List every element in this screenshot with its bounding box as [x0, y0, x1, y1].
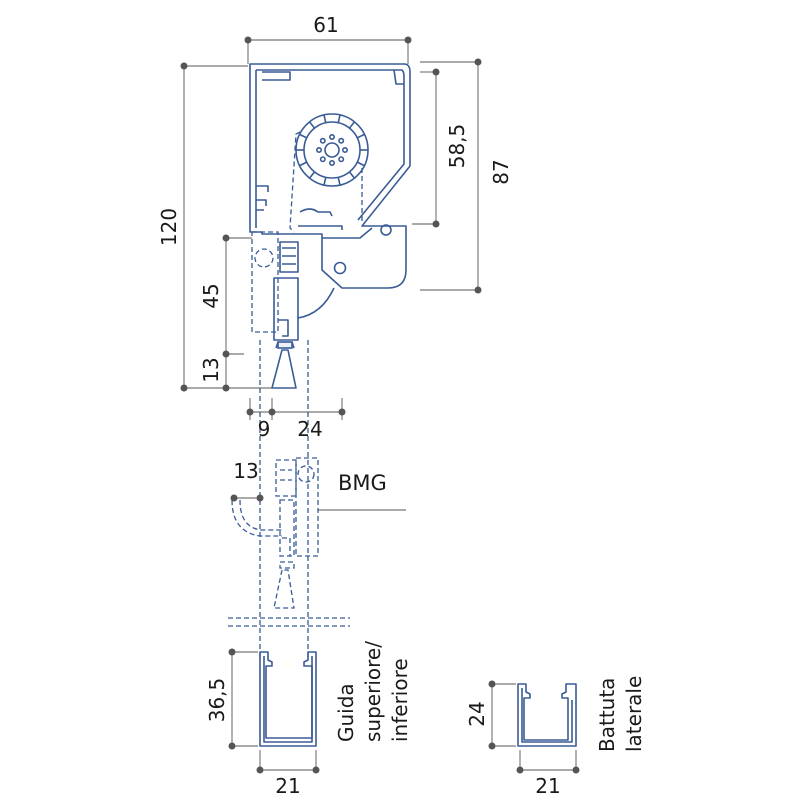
roller-belt	[289, 131, 301, 233]
bmg-assembly	[231, 457, 319, 609]
gear-tooth	[323, 114, 327, 123]
side-label-line-1: Battuta	[595, 678, 619, 752]
dim-120-label: 120	[157, 208, 181, 246]
dim-58-5	[412, 68, 440, 228]
dim-13-bmg	[230, 494, 264, 502]
gear-hole	[338, 156, 345, 163]
dim-21-guide-label: 21	[275, 774, 300, 798]
gear-tooth	[299, 133, 308, 139]
dim-21-side	[516, 750, 580, 774]
dim-21-guide	[256, 750, 320, 774]
dim-24-side	[488, 680, 516, 750]
gear-tooth	[348, 121, 356, 129]
side-label-line-2: laterale	[622, 676, 646, 752]
guide-label-line-3: inferiore	[388, 658, 412, 742]
dim-45	[222, 234, 252, 358]
dim-120	[180, 62, 272, 392]
dim-21-side-label: 21	[535, 774, 560, 798]
gear-hole	[328, 134, 335, 141]
dim-9-label: 9	[258, 417, 271, 441]
dim-61-label: 61	[313, 13, 338, 37]
cassette-profile	[249, 63, 411, 289]
gear-tooth	[348, 171, 356, 179]
guide-profile	[259, 651, 317, 747]
gear-tooth	[299, 161, 308, 167]
gear-hole	[315, 147, 322, 154]
bmg-label: BMG	[338, 471, 387, 495]
gear-tooth	[337, 114, 341, 123]
gear-tooth	[356, 161, 365, 167]
guide-label-line-2: superiore/	[361, 641, 385, 742]
roller-gear-icon	[295, 113, 369, 187]
side-stop-profile	[517, 683, 577, 747]
dim-36-5-label: 36,5	[205, 678, 229, 723]
dim-13-bottom-label: 13	[199, 357, 223, 382]
gear-hole	[341, 147, 348, 154]
gear-tooth	[337, 177, 341, 186]
gear-hole	[328, 160, 335, 167]
side-label: Battuta laterale	[595, 671, 646, 752]
gear-hole	[319, 156, 326, 163]
dim-45-label: 45	[199, 283, 223, 308]
dim-87-label: 87	[489, 159, 513, 184]
dim-61	[244, 36, 412, 64]
gear-hole	[338, 137, 345, 144]
dim-58-5-label: 58,5	[445, 124, 469, 169]
dim-9-24	[246, 398, 346, 420]
dim-36-5	[228, 648, 258, 750]
dim-24-label: 24	[297, 417, 322, 441]
gear-tooth	[308, 171, 316, 179]
gear-hole	[319, 137, 326, 144]
gear-tooth	[356, 133, 365, 139]
dim-13-bottom	[222, 354, 230, 392]
dim-24-side-label: 24	[465, 701, 489, 726]
dim-87	[420, 58, 482, 294]
guide-label-line-1: Guida	[334, 683, 358, 742]
dim-13-bmg-label: 13	[233, 459, 258, 483]
gear-tooth	[323, 177, 327, 186]
guide-label: Guida superiore/ inferiore	[334, 635, 412, 742]
screen-blade-assembly	[251, 231, 335, 389]
gear-tooth	[308, 121, 316, 129]
